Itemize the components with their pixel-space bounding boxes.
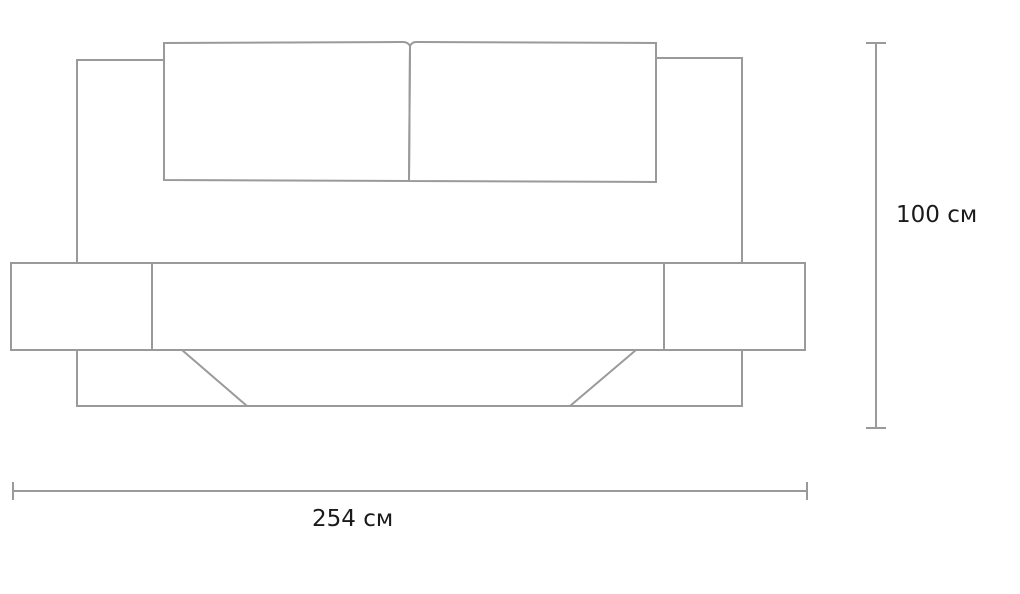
width-dimension (12, 482, 808, 500)
height-dimension (866, 42, 886, 429)
base-frame (76, 350, 743, 407)
back-frame-right (656, 57, 743, 263)
width-dimension-label: 254 см (312, 506, 394, 532)
back-cushion-left (163, 40, 412, 183)
seat-cushion (151, 262, 665, 351)
armrest-left (10, 262, 153, 351)
sofa-drawing (10, 40, 806, 407)
back-cushion-right (407, 40, 657, 184)
height-dimension-label: 100 см (896, 202, 978, 228)
armrest-right (663, 262, 806, 351)
back-frame-left (76, 59, 163, 263)
base-chamfer-right (569, 349, 637, 407)
base-chamfer-left (181, 349, 248, 407)
